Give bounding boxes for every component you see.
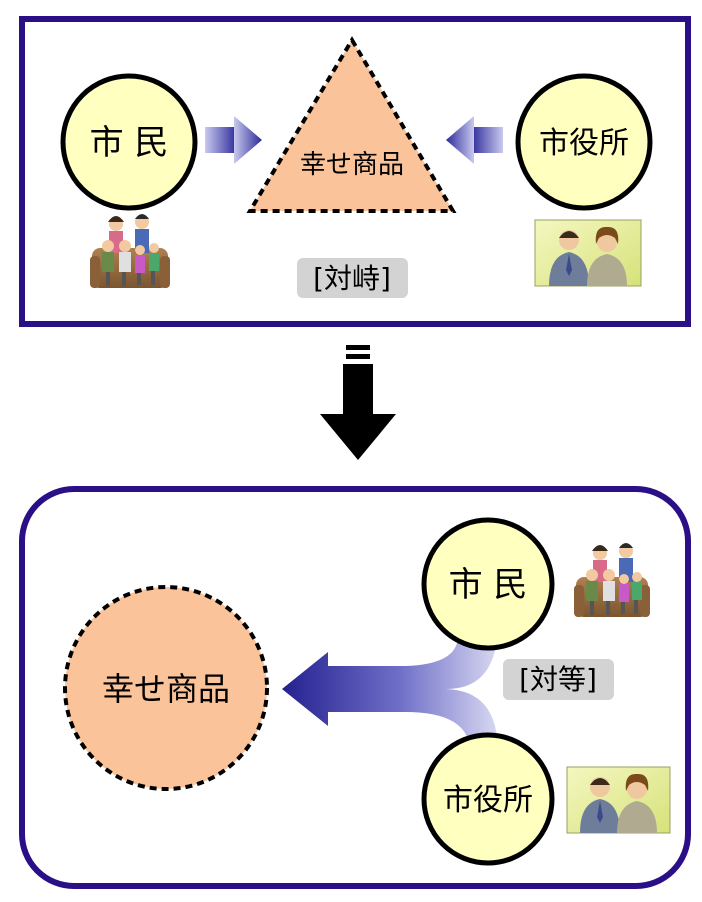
bottom-merge-arrow — [282, 622, 498, 752]
bottom-panel: 幸せ商品 市 民 [対等] — [19, 486, 691, 889]
bottom-city-hall-label: 市役所 — [443, 783, 533, 818]
top-relation-badge: [対峙] — [297, 258, 408, 298]
top-relation-label: [対峙] — [313, 262, 391, 295]
down-arrow-icon — [320, 345, 396, 460]
bottom-relation-badge: [対等] — [503, 659, 614, 700]
officials-photo-icon — [534, 219, 642, 287]
top-product-triangle: 幸せ商品 — [246, 36, 457, 213]
officials-photo-icon — [566, 766, 671, 834]
top-city-hall-node: 市役所 — [515, 73, 653, 211]
top-product-label: 幸せ商品 — [300, 150, 404, 180]
family-clipart-icon — [90, 214, 170, 288]
top-arrow-right — [205, 116, 262, 164]
bottom-city-hall-node: 市役所 — [421, 732, 555, 866]
bottom-relation-label: [対等] — [519, 663, 597, 696]
bottom-citizens-label: 市 民 — [449, 565, 528, 605]
top-panel: 市 民 幸せ商品 市役所 — [19, 16, 691, 327]
family-clipart-icon — [574, 543, 650, 617]
top-citizens-node: 市 民 — [60, 73, 198, 211]
bottom-product-circle: 幸せ商品 — [63, 585, 269, 791]
top-city-hall-label: 市役所 — [539, 126, 629, 161]
bottom-citizens-node: 市 民 — [421, 517, 555, 651]
bottom-product-label: 幸せ商品 — [102, 670, 230, 708]
top-arrow-left — [446, 116, 503, 164]
top-citizens-label: 市 民 — [90, 123, 169, 163]
